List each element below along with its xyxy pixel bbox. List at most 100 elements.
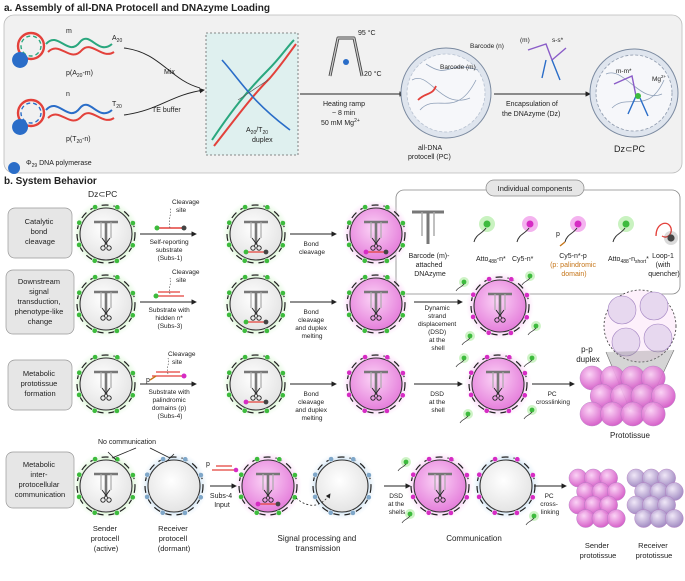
row3-bond-cleavage: Bond cleavage and duplex melting [295,391,329,422]
label-barcode-n: Barcode (n) [470,43,504,50]
legend-atto-icon [473,216,495,243]
label-polymerase: Φ29 DNA polymerase [26,160,92,169]
protocell-icon [400,47,492,139]
label-protocell-line2: protocell (PC) [408,154,451,161]
label-s-s: s-s* [552,37,564,44]
communication-label: Communication [446,534,502,543]
label-n: n [66,91,70,98]
legend-box [395,189,681,295]
plasmid-m-icon [12,31,46,68]
legend-dnazyme-icon [412,210,444,244]
row3-p-label: p [146,377,150,384]
row-label-2: Downstream signal transduction, phenotyp… [15,277,66,326]
row4-p-label: p [206,461,210,468]
sender-tissue-label: Sender prototissue [580,541,617,560]
thermometer-bulb-icon [343,59,349,65]
no-comm-bar-left [107,451,117,461]
label-dz-pc-a: Dz⊂PC [614,144,646,154]
row4-subs4-input: Subs-4 Input [210,493,234,509]
sender-label: Sender protocell (active) [91,524,121,553]
row2-subs3-label: Substrate with hidden n* (Subs-3) [149,307,192,330]
temperature-ramp-highlight [329,37,363,77]
label-te-buffer: TE buffer [152,107,181,114]
panel-a-title: a. Assembly of all-DNA Protocell and DNA… [4,3,270,14]
row-label-4: Metabolic inter- protocellular communica… [15,460,65,499]
pp-duplex-label: p-p duplex [576,345,600,364]
ssdna-n-strand [45,103,113,115]
row3-cell-3 [342,350,410,418]
row3-cell-4 [455,350,537,424]
legend-atto-short-icon [612,216,634,243]
row2-cell-3 [342,270,410,338]
mix-arrow-bottom [123,87,205,116]
duplex-strand-3 [221,59,291,131]
label-dz-pc-b: Dz⊂PC [88,189,117,199]
plasmid-n-icon [12,98,46,135]
legend-item-3: Cy5-n* [512,256,534,263]
pp-duplex-cells [607,291,673,357]
subs1-quencher-icon [181,225,187,231]
row-label-3: Metabolic prototissue formation [21,369,60,398]
label-duplex-line2: duplex [252,137,273,144]
row4-subs4-strand [212,465,236,471]
legend-item-5: Atto488-nshort* [608,256,649,265]
duplex-strand-1 [211,39,295,141]
label-protocell-line1: all-DNA [418,145,442,152]
ssdna-n-strand-2 [47,112,115,122]
legend-p-label: p [556,231,560,238]
row4-sender-active [234,452,302,520]
legend-item-4: Cy5-n*-p (p: palindromic domain) [550,253,598,278]
label-mix: Mix [164,69,175,76]
legend-item-1: Barcode (m)- attached DNAzyme [409,253,452,278]
label-mm: m-m* [616,68,632,75]
label-mg-ion: Mg2+ [652,74,667,83]
receiver-tissue-label: Receiver prototissue [636,541,673,560]
panel-b-title: b. System Behavior [4,176,97,187]
row1-bond-cleavage: Bond cleavage [299,241,325,256]
mix-arrow-top [123,47,201,89]
legend-cy5-p-icon: p [556,216,586,247]
subs4-strand [152,371,184,377]
sender-cell [72,452,140,520]
no-comm-line-left [111,447,137,459]
dnazyme-icon [527,43,567,81]
row-label-box-3 [7,359,73,411]
row3-dsd-label: DSD at the shell [429,391,447,414]
row1-subs1-label: Self-reporting substrate (Subs-1) [150,239,191,262]
prototissue-label: Prototissue [610,431,651,440]
duplex-rungs [237,79,269,101]
receiver-label: Receiver protocell (dormant) [158,524,191,553]
label-m-strand: (m) [520,37,530,44]
row4-receiver [308,452,376,520]
receiver-tissue-ball [665,509,684,528]
label-a20: A20 [112,35,122,44]
label-m: m [66,28,72,35]
legend-item-6: Loop-1 (with quencher) [648,253,680,278]
label-encap-line1: Encapsulation of [506,101,558,108]
row-label-1: Catalytic bond cleavage [25,217,56,246]
cell-layer [72,200,541,526]
label-mg: 50 mM Mg2+ [321,118,360,127]
legend-title: Individual components [498,184,573,193]
ssdna-m-strand [45,37,113,49]
prototissue-cluster [579,365,676,427]
row-label-box-1 [7,207,73,259]
label-encap-line2: the DNAzyme (Dz) [502,111,560,118]
signal-dashed-arrow [295,493,331,506]
row4-comm-receiver [472,452,540,526]
receiver-prototissue-cluster [626,468,684,528]
polymerase-icon [8,162,21,174]
legend-item-2: Atto488-n* [476,256,506,265]
sender-prototissue-cluster [568,468,626,528]
row2-cell-2 [222,270,290,338]
subs4-palindrome [149,375,157,381]
label-heating-ramp: Heating ramp [323,101,365,108]
sender-tissue-ball [607,509,626,528]
label-t20: T20 [112,101,122,110]
legend-loop-icon [655,222,678,245]
subs1-fluor-icon [154,225,160,231]
row4-comm-sender [397,452,474,524]
subs4-fluor-icon [181,373,187,379]
